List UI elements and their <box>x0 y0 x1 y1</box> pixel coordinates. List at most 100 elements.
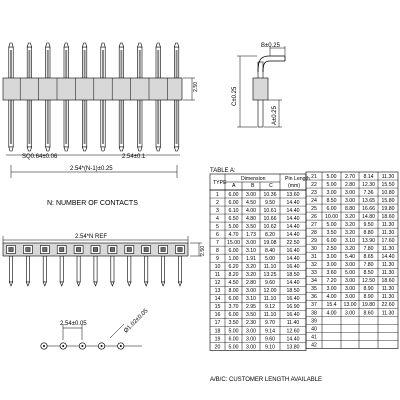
table-cell: 16.66 <box>362 206 375 212</box>
table-cell: 31 <box>311 254 317 260</box>
table-cell: 1.91 <box>246 256 256 262</box>
mid-pin <box>42 255 47 283</box>
top-pin-tip <box>173 42 180 48</box>
mid-front-view: 2.54*N REF 2.50 <box>2 234 206 287</box>
table-cell: 8.80 <box>363 230 373 236</box>
mid-cavity-pin <box>59 247 65 252</box>
table-cell: 3.20 <box>345 214 355 220</box>
table-cell: 11.30 <box>382 174 395 180</box>
table-cell: 9.60 <box>265 280 275 286</box>
table-cell: 16.90 <box>287 304 300 310</box>
table-cell: 13 <box>215 288 221 294</box>
table-cell: 9.14 <box>265 328 275 334</box>
table-cell: 12 <box>215 280 221 286</box>
side-header-body <box>252 77 269 101</box>
table-cell: 1.00 <box>228 256 238 262</box>
table-cell: 3.50 <box>246 224 256 230</box>
table-cell: 2.80 <box>345 182 355 188</box>
table-cell: 8.90 <box>363 294 373 300</box>
mid-pin-tip <box>76 281 81 287</box>
table-cell: 22.60 <box>382 302 395 308</box>
top-pin-tip <box>155 42 161 48</box>
table-cell: 32 <box>311 262 317 268</box>
table-cell: 3.10 <box>246 248 256 254</box>
table-cell: 15.50 <box>382 182 395 188</box>
table-cell: 12.50 <box>362 278 375 284</box>
table-cell: 4.00 <box>246 208 256 214</box>
table-cell: 15.00 <box>227 240 240 246</box>
table-cell: 14.40 <box>287 336 300 342</box>
table-cell: 6.00 <box>228 248 238 254</box>
table-cell: 14.40 <box>287 280 300 286</box>
table-header-pin-length: Pin Length <box>285 176 310 182</box>
height-dimension-mid: 2.50 <box>200 246 206 256</box>
table-cell: 12.00 <box>264 288 277 294</box>
table-cell: 14.80 <box>362 214 375 220</box>
table-cell: 17.60 <box>382 238 395 244</box>
table-cell: 3.50 <box>246 312 256 318</box>
table-cell: 30 <box>311 246 317 252</box>
table-cell: 19.08 <box>264 240 277 246</box>
table-cell: 10 <box>215 264 221 270</box>
table-cell: 8.50 <box>326 198 336 204</box>
table-cell: 3.20 <box>246 264 256 270</box>
table-cell: 14.40 <box>287 216 300 222</box>
side-dimension-c: C±0.25 <box>232 86 238 106</box>
table-cell: 11.10 <box>264 264 277 270</box>
table-cell: 16.40 <box>287 296 300 302</box>
table-cell: 6.20 <box>228 264 238 270</box>
table-header-b: B <box>251 183 255 189</box>
mid-cavity-pin <box>177 247 183 252</box>
table-cell: 3.70 <box>228 304 238 310</box>
table-cell: 40 <box>311 326 317 332</box>
table-cell: 6.00 <box>228 336 238 342</box>
table-cell: 3.00 <box>326 190 336 196</box>
table-cell: 8.00 <box>228 288 238 294</box>
table-cell: 4.70 <box>228 232 238 238</box>
table-cell: 3.00 <box>246 192 256 198</box>
table-cell: 38 <box>311 310 317 316</box>
table-cell: 22 <box>311 182 317 188</box>
table-cell: 3.00 <box>345 286 355 292</box>
table-title: TABLE A: <box>210 168 236 174</box>
table-cell: 26 <box>311 214 317 220</box>
mid-cavity-pin <box>126 247 132 252</box>
table-cell: 1.73 <box>246 232 256 238</box>
table-cell: 5.00 <box>228 224 238 230</box>
table-cell: 8.80 <box>345 206 355 212</box>
table-cell: 3.10 <box>246 296 256 302</box>
table-cell: 14.40 <box>287 232 300 238</box>
table-cell: 7.80 <box>363 246 373 252</box>
mid-pin-tip <box>110 281 115 287</box>
table-cell: 3.60 <box>326 270 336 276</box>
mid-cavity-pin <box>8 247 14 252</box>
table-cell: 14.40 <box>382 254 395 260</box>
table-cell: 9.50 <box>363 222 373 228</box>
table-cell: 39 <box>311 318 317 324</box>
mid-pin <box>25 255 30 283</box>
table-cell: 8.14 <box>363 174 373 180</box>
pcb-hole-center <box>119 345 122 347</box>
table-cell: 18.60 <box>382 214 395 220</box>
side-view: B±0.25 C±0.25 A±0.25 <box>232 43 286 128</box>
top-pin-tip <box>137 146 143 152</box>
table-cell: 8.90 <box>363 286 373 292</box>
table-cell: 5.00 <box>265 256 275 262</box>
top-pin-tip <box>26 42 33 48</box>
table-cell: 6 <box>216 232 219 238</box>
table-cell: 6.00 <box>228 200 238 206</box>
table-cell: 10.62 <box>264 224 277 230</box>
table-cell: 9.50 <box>265 200 275 206</box>
table-cell: 3.50 <box>228 320 238 326</box>
table-cell: 36 <box>311 294 317 300</box>
mid-pin-tip <box>59 281 64 287</box>
pcb-hole-center <box>81 345 84 347</box>
table-cell: 3.00 <box>345 310 355 316</box>
table-cell: 10.66 <box>264 216 277 222</box>
table-cell: 19.80 <box>382 206 395 212</box>
table-cell: 21 <box>311 174 317 180</box>
table-cell: 4.80 <box>246 216 256 222</box>
table-cell: 12.60 <box>287 328 300 334</box>
table-cell: 3.00 <box>246 328 256 334</box>
top-pin-tip <box>26 146 33 152</box>
